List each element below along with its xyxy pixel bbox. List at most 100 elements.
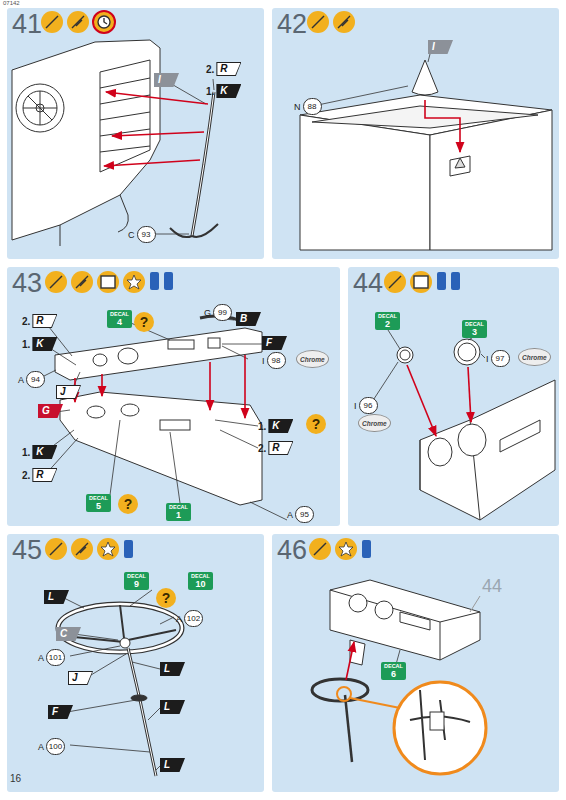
- optional-mark: ?: [118, 494, 138, 514]
- step-number: 44: [353, 268, 383, 299]
- decal-word: DECAL: [378, 313, 397, 319]
- paint-flag: R: [268, 441, 293, 455]
- decal-badge: DECAL10: [188, 572, 213, 590]
- paint-code: F: [52, 705, 58, 719]
- mix-order: 2.: [22, 316, 30, 327]
- part-circle: 101: [46, 649, 65, 666]
- mix-order: 1.: [22, 447, 30, 458]
- chrome-text: Chrome: [522, 354, 547, 361]
- sprue-letter: N: [294, 102, 301, 112]
- sprue-letter: G: [204, 308, 211, 318]
- decal-number: 9: [134, 579, 139, 589]
- part-circle: 102: [184, 610, 203, 627]
- part-number: 94: [31, 375, 40, 384]
- part-number: 95: [300, 510, 309, 519]
- paint-flag: R: [216, 62, 241, 76]
- paint-flag: L: [160, 758, 185, 772]
- paint-flag: R: [32, 468, 57, 482]
- paint-code-tag: J: [56, 385, 81, 399]
- part-callout: A102: [176, 610, 203, 627]
- paint-code: B: [240, 312, 247, 326]
- part-circle: 98: [267, 352, 286, 369]
- decal-word: DECAL: [127, 573, 146, 579]
- part-callout: I98: [262, 352, 286, 369]
- decal-number: 10: [195, 579, 205, 589]
- sprue-letter: A: [287, 510, 293, 520]
- part-number: 102: [187, 614, 200, 623]
- part-circle: 94: [26, 371, 45, 388]
- chrome-badge: Chrome: [296, 350, 329, 368]
- step-illustration: [348, 267, 559, 526]
- decal-badge: DECAL1: [166, 503, 191, 521]
- part-number: 99: [218, 308, 227, 317]
- mix-order: 1.: [258, 421, 266, 432]
- decal-number: 4: [117, 317, 122, 327]
- part-circle: 100: [46, 738, 65, 755]
- mix-order: 2.: [206, 64, 214, 75]
- optional-mark: ?: [156, 588, 176, 608]
- sprue-letter: A: [38, 653, 44, 663]
- paint-flag: J: [56, 385, 81, 399]
- part-callout: I97: [486, 350, 510, 367]
- decal-badge: DECAL2: [375, 312, 400, 330]
- paint-flag: G: [38, 404, 63, 418]
- question-mark: ?: [124, 496, 133, 512]
- paint-flag: K: [268, 419, 293, 433]
- decal-badge: DECAL3: [462, 320, 487, 338]
- decal-badge: DECAL9: [124, 572, 149, 590]
- decal-word: DECAL: [191, 573, 210, 579]
- step-panel: 44DECAL2DECAL3I97ChromeI96Chrome: [348, 267, 559, 526]
- part-circle: 97: [491, 350, 510, 367]
- paint-code: R: [36, 314, 43, 328]
- paint-code-tag: J: [68, 671, 93, 685]
- paint-code-tag: F: [48, 705, 73, 719]
- decal-number: 6: [391, 669, 396, 679]
- paint-flag: K: [32, 337, 57, 351]
- step-number: 41: [12, 9, 42, 40]
- part-number: 101: [49, 653, 62, 662]
- sprue-letter: A: [38, 742, 44, 752]
- paint-flag: I: [428, 40, 453, 54]
- paint-code-tag: 2. R: [22, 314, 57, 328]
- step-illustration: [272, 8, 559, 259]
- paint-code: K: [220, 84, 227, 98]
- step-panel: 45DECAL9?DECAL10A102LCA101LJFLA100L: [7, 534, 264, 792]
- paint-code-tag: 1.K: [206, 84, 241, 98]
- sprue-letter: I: [262, 356, 265, 366]
- decal-number: 5: [96, 501, 101, 511]
- paint-code: L: [164, 700, 170, 714]
- doc-code: 07142: [3, 0, 20, 6]
- paint-flag: F: [48, 705, 73, 719]
- optional-mark: ?: [134, 312, 154, 332]
- paint-code: R: [272, 441, 279, 455]
- paint-code: I: [432, 40, 435, 54]
- mix-order: 1.: [22, 339, 30, 350]
- paint-flag: K: [216, 84, 241, 98]
- paint-flag: I: [154, 73, 179, 87]
- paint-flag: C: [56, 627, 81, 641]
- decal-number: 1: [176, 510, 181, 520]
- paint-flag: B: [236, 312, 261, 326]
- sprue-letter: C: [128, 230, 135, 240]
- part-circle: 93: [137, 226, 156, 243]
- paint-code-tag: L: [160, 700, 185, 714]
- part-number: 100: [49, 742, 62, 751]
- part-number: 96: [364, 401, 373, 410]
- part-circle: 96: [359, 397, 378, 414]
- paint-code: G: [42, 404, 50, 418]
- part-circle: 99: [213, 304, 232, 321]
- paint-flag: F: [262, 336, 287, 350]
- paint-flag: K: [32, 445, 57, 459]
- paint-code-tag: L: [160, 662, 185, 676]
- paint-flag: L: [160, 662, 185, 676]
- paint-code-tag: 1.K: [258, 419, 293, 433]
- paint-code: R: [220, 62, 227, 76]
- step-number: 42: [277, 9, 307, 40]
- paint-code: J: [72, 671, 78, 685]
- paint-code-tag: 2.R: [258, 441, 293, 455]
- step-reference: 44: [482, 576, 502, 597]
- step-number: 43: [12, 268, 42, 299]
- part-callout: C93: [128, 226, 156, 243]
- decal-word: DECAL: [465, 321, 484, 327]
- part-circle: 95: [295, 506, 314, 523]
